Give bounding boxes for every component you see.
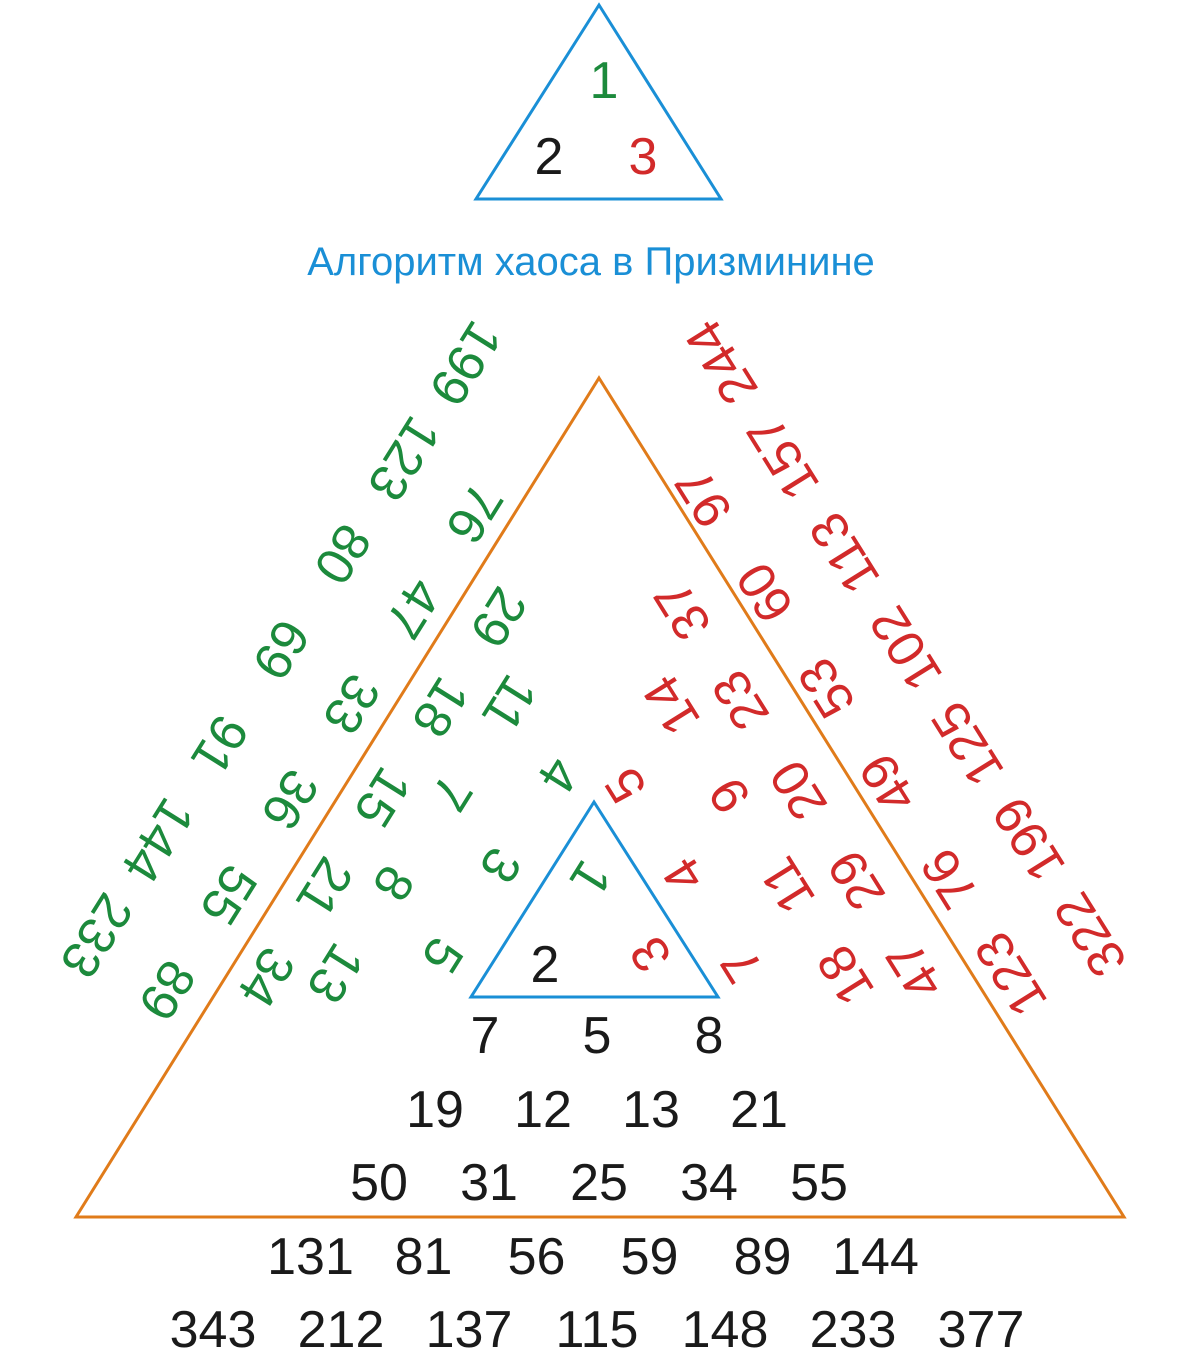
red-number-rows: 5471491118372320294797605349761232441571…: [594, 310, 1139, 1026]
green-number: 8: [361, 855, 426, 910]
green-number: 5: [410, 927, 475, 982]
black-number: 55: [790, 1154, 848, 1212]
green-number: 13: [295, 933, 375, 1013]
black-number: 56: [508, 1228, 566, 1286]
red-number: 9: [698, 767, 763, 822]
red-number: 157: [736, 405, 831, 509]
green-number: 21: [284, 847, 364, 927]
red-number: 244: [674, 310, 769, 414]
green-number: 47: [373, 569, 453, 649]
red-number: 5: [594, 757, 659, 812]
red-number: 123: [964, 922, 1059, 1026]
green-number: 55: [188, 855, 268, 935]
green-number-rows: 4351178132918152134764733365589199123806…: [49, 311, 591, 1030]
inner-label-right: 3: [619, 926, 684, 981]
green-number: 89: [127, 950, 207, 1030]
red-number: 97: [664, 457, 744, 537]
legend-label-left: 2: [535, 128, 564, 186]
black-number: 144: [832, 1228, 919, 1286]
black-number: 31: [460, 1154, 518, 1212]
red-number: 76: [910, 839, 990, 919]
green-number: 233: [49, 883, 144, 987]
black-number: 8: [695, 1007, 724, 1065]
black-number: 89: [734, 1228, 792, 1286]
black-number: 212: [298, 1301, 385, 1354]
red-number: 18: [806, 935, 886, 1015]
red-number: 20: [759, 750, 839, 830]
green-number: 123: [356, 406, 451, 510]
red-number: 322: [1043, 882, 1138, 986]
black-number: 5: [583, 1007, 612, 1065]
red-number: 102: [859, 596, 954, 700]
black-number: 7: [471, 1007, 500, 1065]
black-number: 50: [350, 1154, 408, 1212]
black-number: 377: [938, 1301, 1025, 1354]
red-number: 4: [652, 847, 717, 902]
black-number: 233: [810, 1301, 897, 1354]
legend-label-right: 3: [629, 128, 658, 186]
outer-triangle: [73, 375, 1127, 1219]
green-number: 29: [458, 577, 538, 657]
red-number: 113: [798, 502, 891, 603]
black-number: 12: [514, 1081, 572, 1139]
red-number: 11: [749, 847, 827, 924]
green-number: 4: [526, 747, 591, 802]
black-number-rows: 7 5 8 19 12 13 21 50 31 25 34 55 131 81 56 59 89 144 343 21…: [170, 1007, 1025, 1354]
red-number: 37: [643, 570, 723, 650]
green-number: 80: [302, 514, 382, 594]
black-number: 25: [570, 1154, 628, 1212]
black-number: 131: [267, 1228, 354, 1286]
diagram-title: Алгоритм хаоса в Призминине: [307, 240, 875, 284]
red-number: 14: [632, 665, 712, 745]
black-number: 19: [406, 1081, 464, 1139]
inner-label-left: 2: [531, 936, 560, 994]
green-number: 34: [226, 937, 306, 1017]
black-number: 148: [682, 1301, 769, 1354]
black-number: 21: [730, 1081, 788, 1139]
inner-triangle: [468, 799, 721, 999]
red-number: 49: [849, 743, 929, 823]
black-number: 115: [556, 1301, 639, 1354]
inner-label-top: 1: [558, 850, 623, 905]
green-number: 91: [179, 705, 259, 785]
black-number: 13: [622, 1081, 680, 1139]
legend-triangle: [473, 2, 724, 201]
black-number: 137: [426, 1301, 513, 1354]
green-number: 69: [241, 609, 321, 689]
green-number: 199: [417, 311, 512, 415]
red-number: 60: [726, 553, 806, 633]
black-number: 343: [170, 1301, 257, 1354]
red-number: 7: [710, 937, 775, 992]
red-number: 47: [875, 930, 955, 1010]
red-number: 23: [701, 660, 781, 740]
red-number: 53: [787, 648, 867, 728]
green-number: 7: [419, 765, 484, 820]
red-number: 199: [982, 787, 1077, 891]
black-number: 59: [621, 1228, 679, 1286]
legend-label-top: 1: [590, 52, 619, 110]
red-number: 29: [817, 840, 897, 920]
green-number: 3: [468, 837, 533, 892]
red-number: 125: [920, 691, 1015, 795]
green-number: 11: [470, 665, 548, 742]
black-number: 34: [680, 1154, 738, 1212]
green-number: 76: [434, 473, 514, 553]
green-number: 144: [110, 788, 205, 892]
black-number: 81: [395, 1228, 453, 1286]
